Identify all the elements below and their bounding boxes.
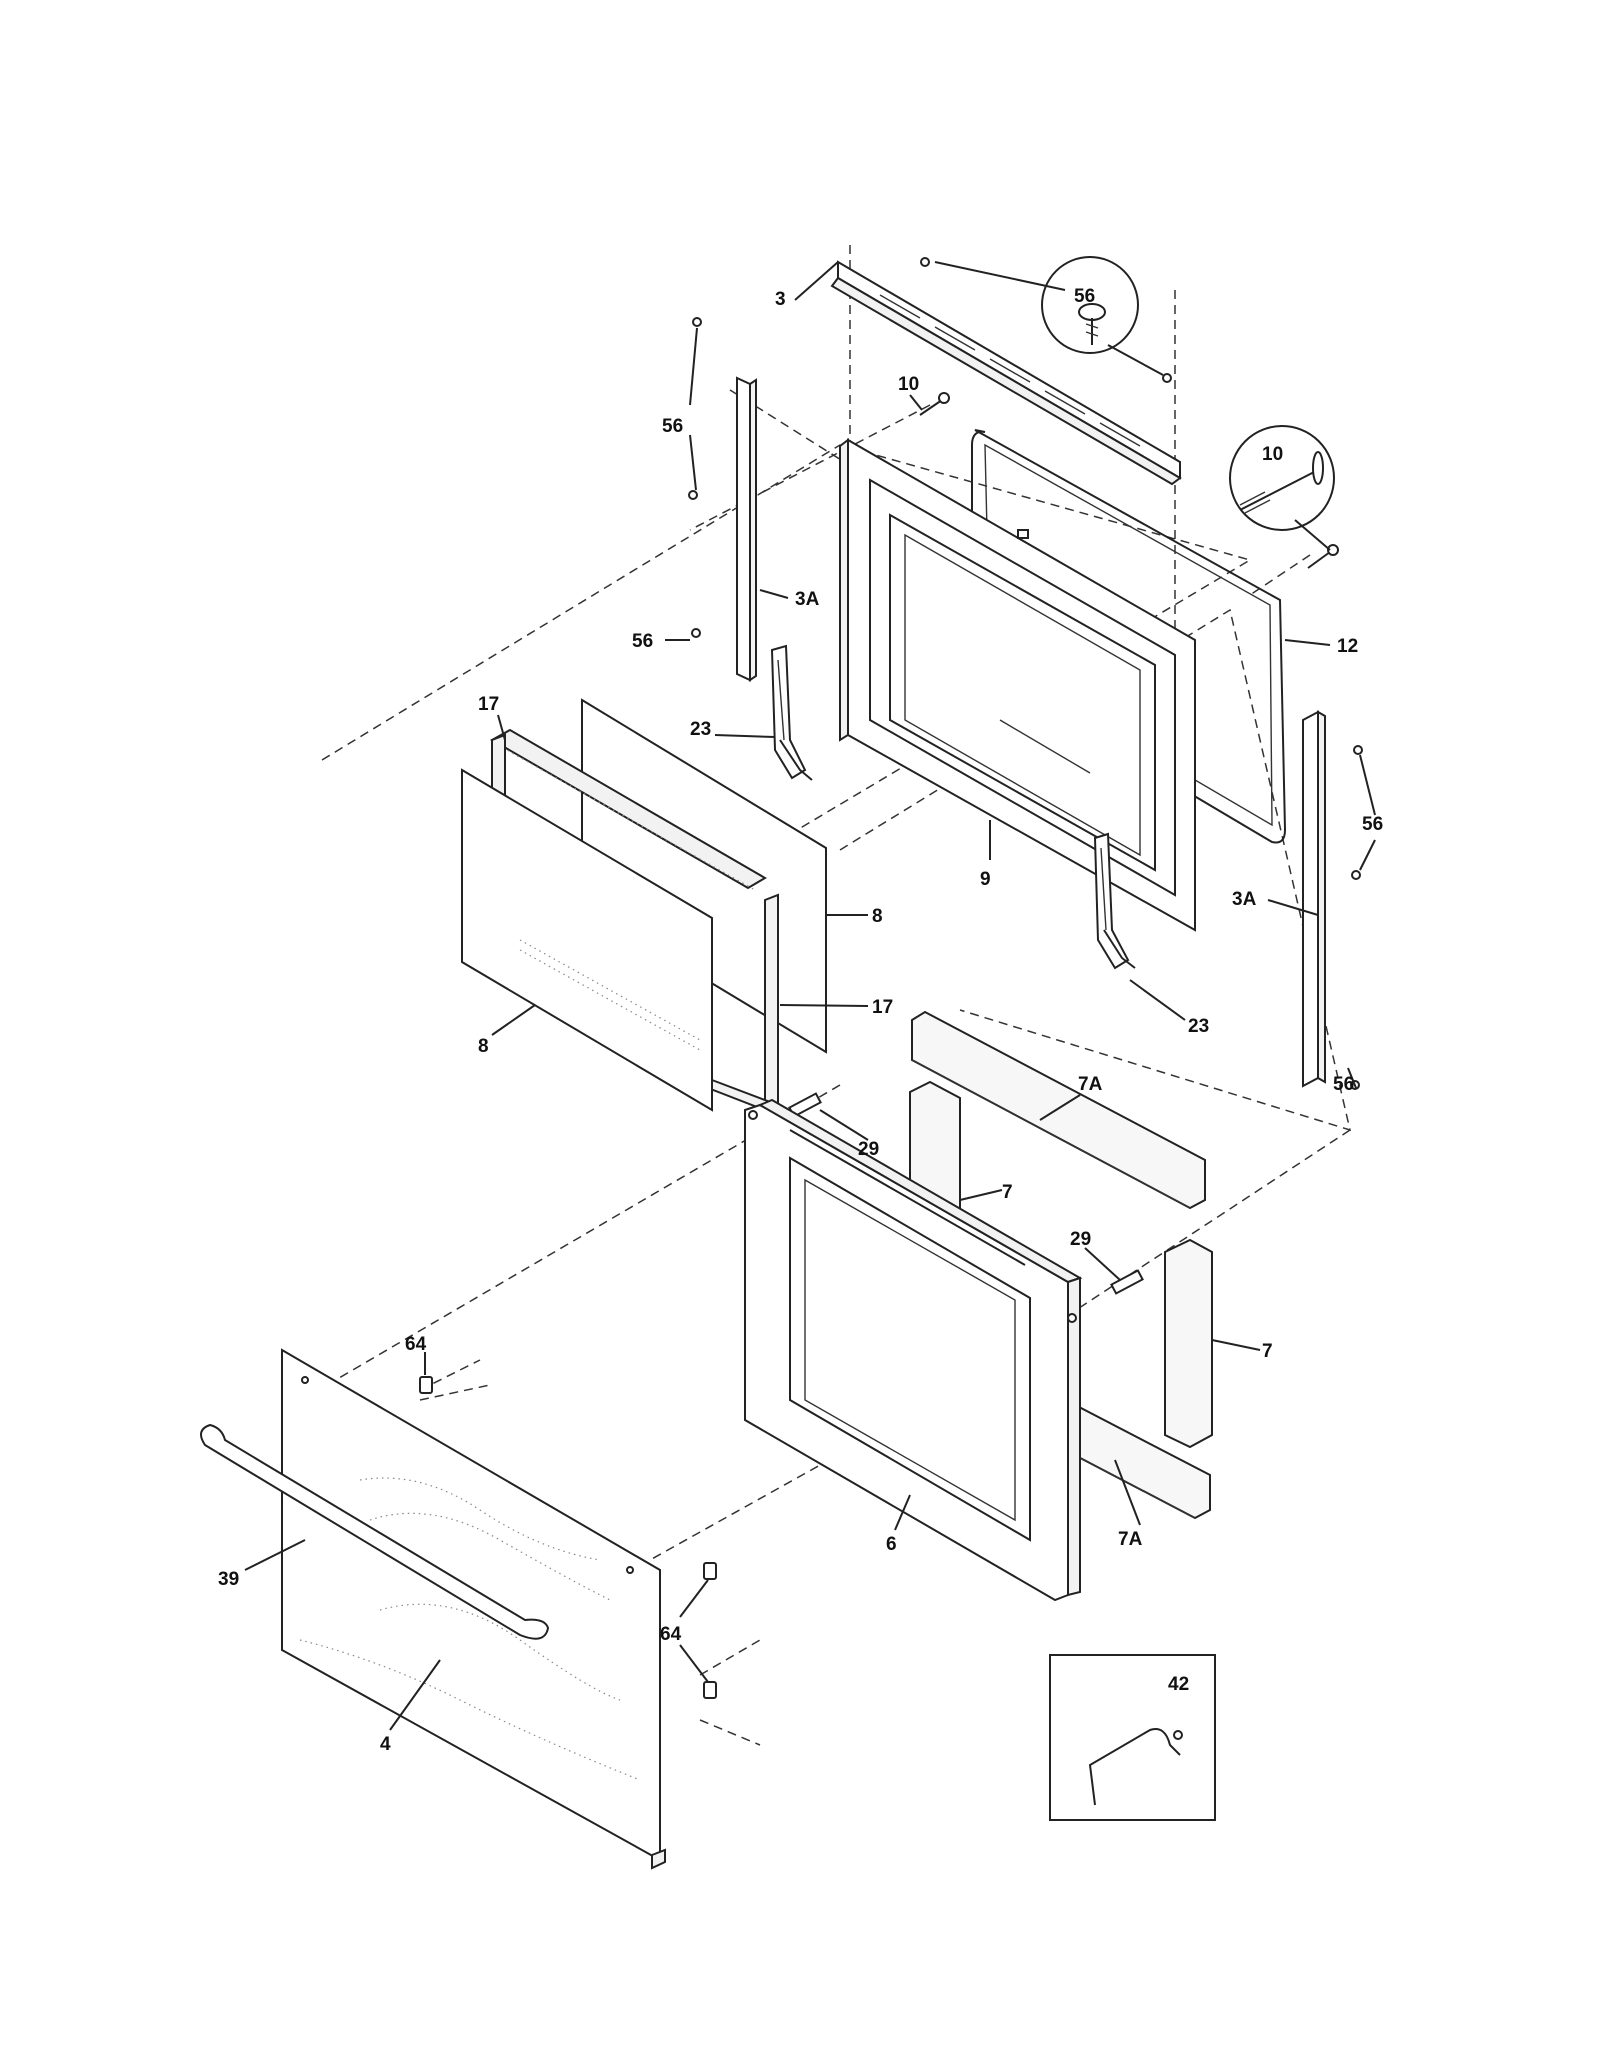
callout-64-bottom: 64 (660, 1624, 682, 1645)
bracket-inset-box (1049, 1654, 1216, 1821)
callout-10-small: 10 (898, 374, 919, 395)
right-side-trim (1302, 710, 1326, 1088)
door-outer-panel (281, 1348, 666, 1870)
callout-29-top: 29 (858, 1139, 879, 1160)
front-glass-panel (461, 768, 713, 1112)
callout-3a-right: 3A (1232, 889, 1257, 910)
callout-39: 39 (218, 1569, 239, 1590)
callout-7a-bottom: 7A (1118, 1529, 1143, 1550)
callout-4: 4 (380, 1734, 391, 1755)
left-side-trim (736, 376, 757, 682)
screw-10-detail-circle (1229, 425, 1335, 531)
leader-lines (244, 261, 1376, 1731)
callout-56-circle: 56 (1074, 286, 1095, 307)
callout-7-top: 7 (1002, 1182, 1013, 1203)
spacers (419, 1376, 717, 1699)
screw-56-detail-circle (1041, 256, 1139, 354)
callout-8-right: 8 (872, 906, 883, 927)
callout-3: 3 (775, 289, 786, 310)
callout-17-top: 17 (478, 694, 499, 715)
callout-23-left: 23 (690, 719, 711, 740)
callout-8-left: 8 (478, 1036, 489, 1057)
callout-3a-left: 3A (795, 589, 820, 610)
callout-56-left-mid: 56 (632, 631, 653, 652)
callout-9: 9 (980, 869, 991, 890)
callout-64-top: 64 (405, 1334, 427, 1355)
callout-56-right-top: 56 (1362, 814, 1383, 835)
callout-56-right-bottom: 56 (1333, 1074, 1354, 1095)
left-hinge (770, 644, 813, 781)
callout-17-mid: 17 (872, 997, 893, 1018)
pins (788, 1092, 1144, 1295)
callout-29-right: 29 (1070, 1229, 1091, 1250)
callout-56-left-top: 56 (662, 416, 683, 437)
callout-10-circle: 10 (1262, 444, 1283, 465)
top-vent-trim (830, 260, 1182, 486)
callout-labels: 3 56 10 56 10 3A 56 12 17 23 56 9 3A 8 2… (218, 286, 1383, 1755)
inner-door-liner (839, 438, 1196, 932)
callout-23-right: 23 (1188, 1016, 1209, 1037)
door-handle (200, 1423, 550, 1640)
right-hinge (1093, 832, 1136, 970)
callout-7a-top: 7A (1078, 1074, 1103, 1095)
callout-7-right: 7 (1262, 1341, 1273, 1362)
callout-6: 6 (886, 1534, 897, 1555)
callout-42: 42 (1168, 1674, 1189, 1695)
callout-12: 12 (1337, 636, 1358, 657)
outer-door-frame (744, 1098, 1083, 1602)
